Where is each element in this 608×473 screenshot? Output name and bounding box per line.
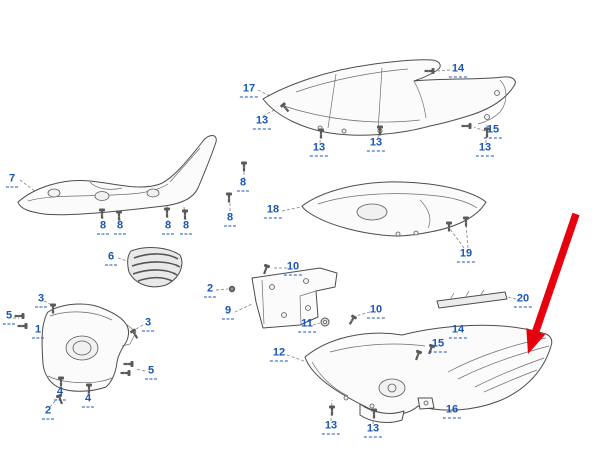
part-9-bracket[interactable] [251, 267, 338, 329]
callout-14[interactable]: 14 [448, 63, 468, 78]
callout-10[interactable]: 10 [366, 304, 386, 319]
callout-13[interactable]: 13 [363, 423, 383, 438]
callout-16[interactable]: 16 [442, 404, 462, 419]
callout-1[interactable]: 1 [31, 324, 45, 339]
callout-8[interactable]: 8 [113, 220, 127, 235]
callout-13[interactable]: 13 [366, 137, 386, 152]
callout-13[interactable]: 13 [475, 142, 495, 157]
part-17-inner-panel[interactable] [262, 59, 516, 136]
callout-8[interactable]: 8 [236, 177, 250, 192]
callout-8[interactable]: 8 [179, 220, 193, 235]
callout-18[interactable]: 18 [263, 204, 283, 219]
part-1-console-bracket[interactable] [41, 303, 137, 392]
part-7-left-fairing[interactable] [17, 135, 217, 216]
callout-8[interactable]: 8 [161, 220, 175, 235]
callout-7[interactable]: 7 [5, 173, 19, 188]
callout-20[interactable]: 20 [513, 293, 533, 308]
red-arrow-head [526, 328, 546, 354]
callout-13[interactable]: 13 [252, 115, 272, 130]
callout-12[interactable]: 12 [269, 347, 289, 362]
callout-17[interactable]: 17 [239, 83, 259, 98]
callout-3[interactable]: 3 [34, 293, 48, 308]
part-18-front-panel[interactable] [301, 181, 487, 237]
callout-15[interactable]: 15 [483, 124, 503, 139]
callout-4[interactable]: 4 [53, 386, 67, 401]
callout-19[interactable]: 19 [456, 248, 476, 263]
callout-9[interactable]: 9 [221, 305, 235, 320]
callout-15[interactable]: 15 [428, 338, 448, 353]
callout-2[interactable]: 2 [203, 283, 217, 298]
part-20-strip[interactable] [436, 289, 508, 309]
callout-8[interactable]: 8 [96, 220, 110, 235]
callout-10[interactable]: 10 [283, 261, 303, 276]
callout-4[interactable]: 4 [81, 393, 95, 408]
part-12-side-panel[interactable] [304, 324, 553, 423]
callout-5[interactable]: 5 [144, 365, 158, 380]
callout-13[interactable]: 13 [309, 142, 329, 157]
callout-11[interactable]: 11 [298, 318, 316, 333]
callout-5[interactable]: 5 [2, 310, 16, 325]
red-arrow-annotation [526, 212, 580, 354]
part-6-grille[interactable] [127, 247, 183, 288]
callout-6[interactable]: 6 [104, 251, 118, 266]
callout-3[interactable]: 3 [141, 317, 155, 332]
callout-13[interactable]: 13 [321, 420, 341, 435]
callout-2[interactable]: 2 [41, 405, 55, 420]
callout-8[interactable]: 8 [223, 212, 237, 227]
callout-14[interactable]: 14 [448, 324, 468, 339]
red-arrow-shaft [532, 212, 580, 333]
